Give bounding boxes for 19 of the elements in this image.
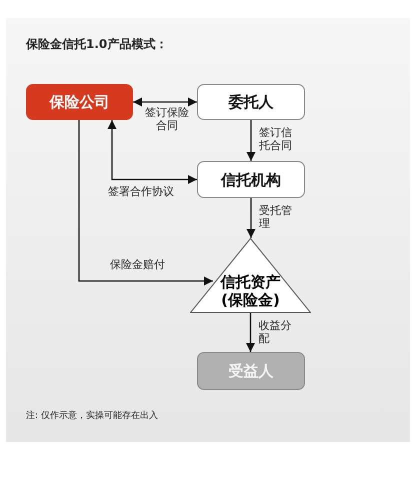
company-box: 保险公司	[26, 84, 133, 120]
edge-label: 收益分配	[258, 319, 292, 345]
arrow	[246, 313, 255, 352]
edge-label: 受托管理	[259, 204, 293, 230]
arrow	[108, 120, 197, 184]
edge-label: 签订信托合同	[259, 126, 293, 152]
edge-label: 签署合作协议	[108, 184, 174, 198]
title: 保险金信托1.0产品模式：	[26, 38, 168, 51]
note: 注: 仅作示意，实操可能存在出入	[26, 410, 158, 423]
arrow	[133, 98, 197, 106]
process-box: 委托人	[197, 84, 305, 120]
asset-triangle: 信托资产(保险金)	[190, 238, 311, 313]
beneficiary-box: 受益人	[197, 352, 305, 390]
arrow	[78, 120, 213, 286]
process-box: 信托机构	[197, 161, 305, 198]
edge-label: 保险金赔付	[110, 258, 165, 271]
arrow	[246, 120, 256, 161]
edge-label: 签订保险合同	[144, 106, 190, 132]
arrow	[246, 198, 256, 238]
